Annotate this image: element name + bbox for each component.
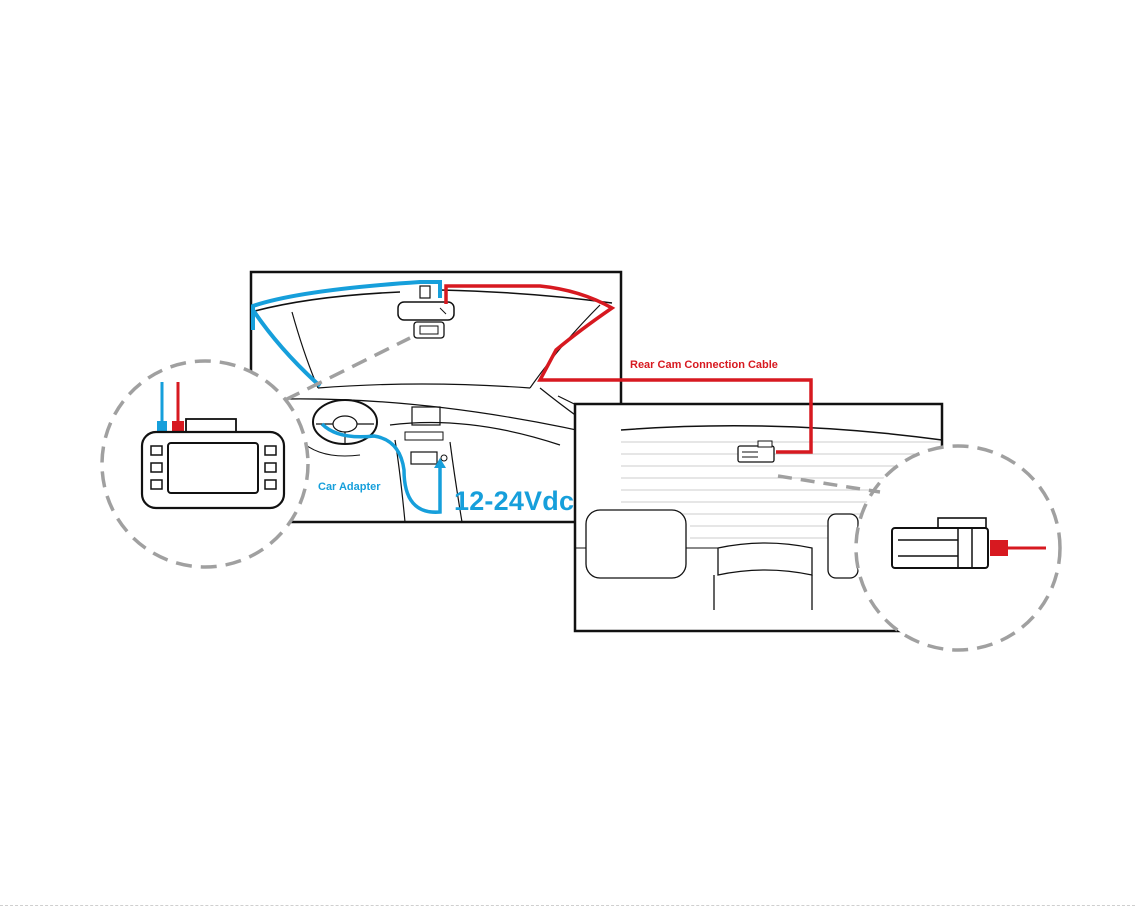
rear-cam-cable-label: Rear Cam Connection Cable [630, 360, 778, 371]
car-adapter-label: Car Adapter [318, 482, 381, 493]
voltage-label: 12-24Vdc [454, 488, 574, 515]
front-interior-panel [251, 272, 621, 522]
bottom-dotted-rule [0, 905, 1135, 906]
